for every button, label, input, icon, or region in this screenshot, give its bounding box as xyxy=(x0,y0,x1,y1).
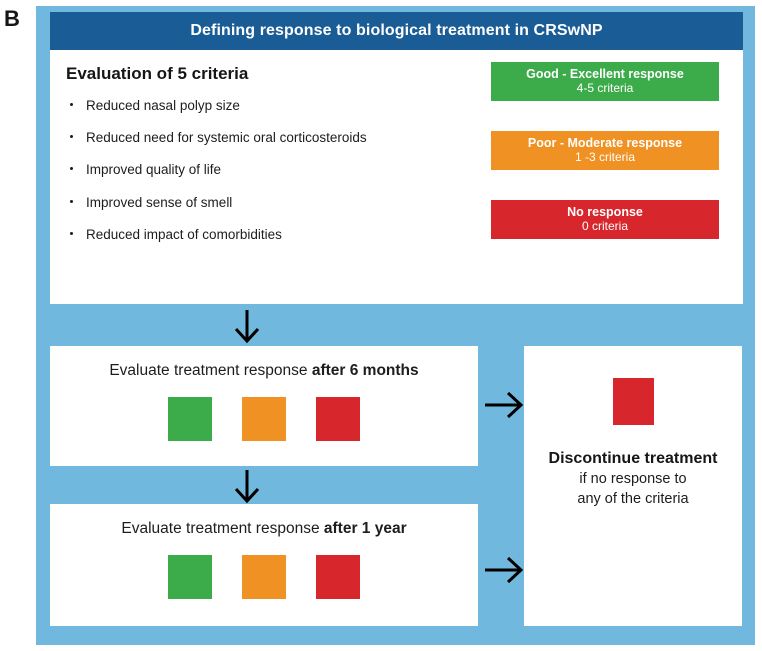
evaluate-label-plain: Evaluate treatment response xyxy=(121,520,324,537)
bullet-icon xyxy=(70,231,73,235)
legend-label: Poor - Moderate response xyxy=(527,136,683,151)
evaluate-6-months-text: Evaluate treatment response after 6 mont… xyxy=(50,346,478,381)
evaluate-1-year-box: Evaluate treatment response after 1 year xyxy=(50,504,478,626)
criteria-column: Evaluation of 5 criteria Reduced nasal p… xyxy=(66,64,466,259)
bullet-icon xyxy=(70,199,73,203)
evaluate-1-year-text: Evaluate treatment response after 1 year xyxy=(50,504,478,539)
list-item: Reduced nasal polyp size xyxy=(66,98,466,114)
criteria-text: Improved sense of smell xyxy=(86,194,233,210)
criteria-list: Reduced nasal polyp size Reduced need fo… xyxy=(66,98,466,243)
swatch-none xyxy=(316,396,360,441)
legend-good-excellent-response: Good - Excellent response 4-5 criteria xyxy=(491,62,719,101)
evaluate-label-bold: after 6 months xyxy=(311,362,419,379)
card-body: Evaluation of 5 criteria Reduced nasal p… xyxy=(50,50,743,304)
legend-sublabel: 0 criteria xyxy=(581,218,628,233)
legend-spacer xyxy=(491,101,719,131)
discontinue-title: Discontinue treatment xyxy=(548,450,718,467)
criteria-text: Reduced impact of comorbidities xyxy=(86,226,282,242)
arrow-down-icon xyxy=(227,306,267,346)
panel-letter-b: B xyxy=(4,6,20,31)
page-title: Defining response to biological treatmen… xyxy=(190,22,603,39)
evaluate-label-bold: after 1 year xyxy=(323,520,407,537)
criteria-text: Improved quality of life xyxy=(86,162,222,178)
criteria-text: Reduced nasal polyp size xyxy=(86,98,240,113)
bullet-icon xyxy=(70,167,73,171)
swatch-poor xyxy=(242,554,286,599)
list-item: Improved quality of life xyxy=(66,162,466,178)
bullet-icon xyxy=(70,135,73,139)
list-item: Reduced impact of comorbidities xyxy=(66,227,466,243)
swatch-none xyxy=(316,554,360,599)
definition-card: Defining response to biological treatmen… xyxy=(50,12,743,304)
arrow-right-icon-6-months xyxy=(482,388,526,422)
legend-spacer xyxy=(491,170,719,200)
swatch-row-6-months xyxy=(50,396,478,441)
legend-no-response: No response 0 criteria xyxy=(491,200,719,239)
discontinue-treatment-box: Discontinue treatment if no response to … xyxy=(524,346,742,626)
criteria-heading: Evaluation of 5 criteria xyxy=(66,64,249,83)
discontinue-line-1: if no response to xyxy=(579,471,687,488)
list-item: Improved sense of smell xyxy=(66,195,466,211)
legend-sublabel: 1 -3 criteria xyxy=(574,149,636,164)
criteria-text: Reduced need for systemic oral corticost… xyxy=(86,130,367,146)
card-title-bar: Defining response to biological treatmen… xyxy=(50,12,743,50)
evaluate-label-plain: Evaluate treatment response xyxy=(109,362,312,379)
swatch-poor xyxy=(242,396,286,441)
legend-label: No response xyxy=(567,205,643,220)
legend-sublabel: 4-5 criteria xyxy=(576,80,634,95)
discontinue-line-2: any of the criteria xyxy=(577,491,689,508)
swatch-none xyxy=(612,378,654,425)
evaluate-6-months-box: Evaluate treatment response after 6 mont… xyxy=(50,346,478,466)
swatch-row-1-year xyxy=(50,554,478,599)
swatch-good xyxy=(168,396,212,441)
bullet-icon xyxy=(70,103,73,106)
swatch-good xyxy=(168,554,212,599)
response-legend: Good - Excellent response 4-5 criteria P… xyxy=(491,62,719,239)
legend-label: Good - Excellent response xyxy=(526,67,684,82)
arrow-down-icon xyxy=(227,468,267,508)
list-item: Reduced need for systemic oral corticost… xyxy=(66,130,466,146)
legend-poor-moderate-response: Poor - Moderate response 1 -3 criteria xyxy=(491,131,719,170)
arrow-right-icon-1-year xyxy=(482,553,526,587)
